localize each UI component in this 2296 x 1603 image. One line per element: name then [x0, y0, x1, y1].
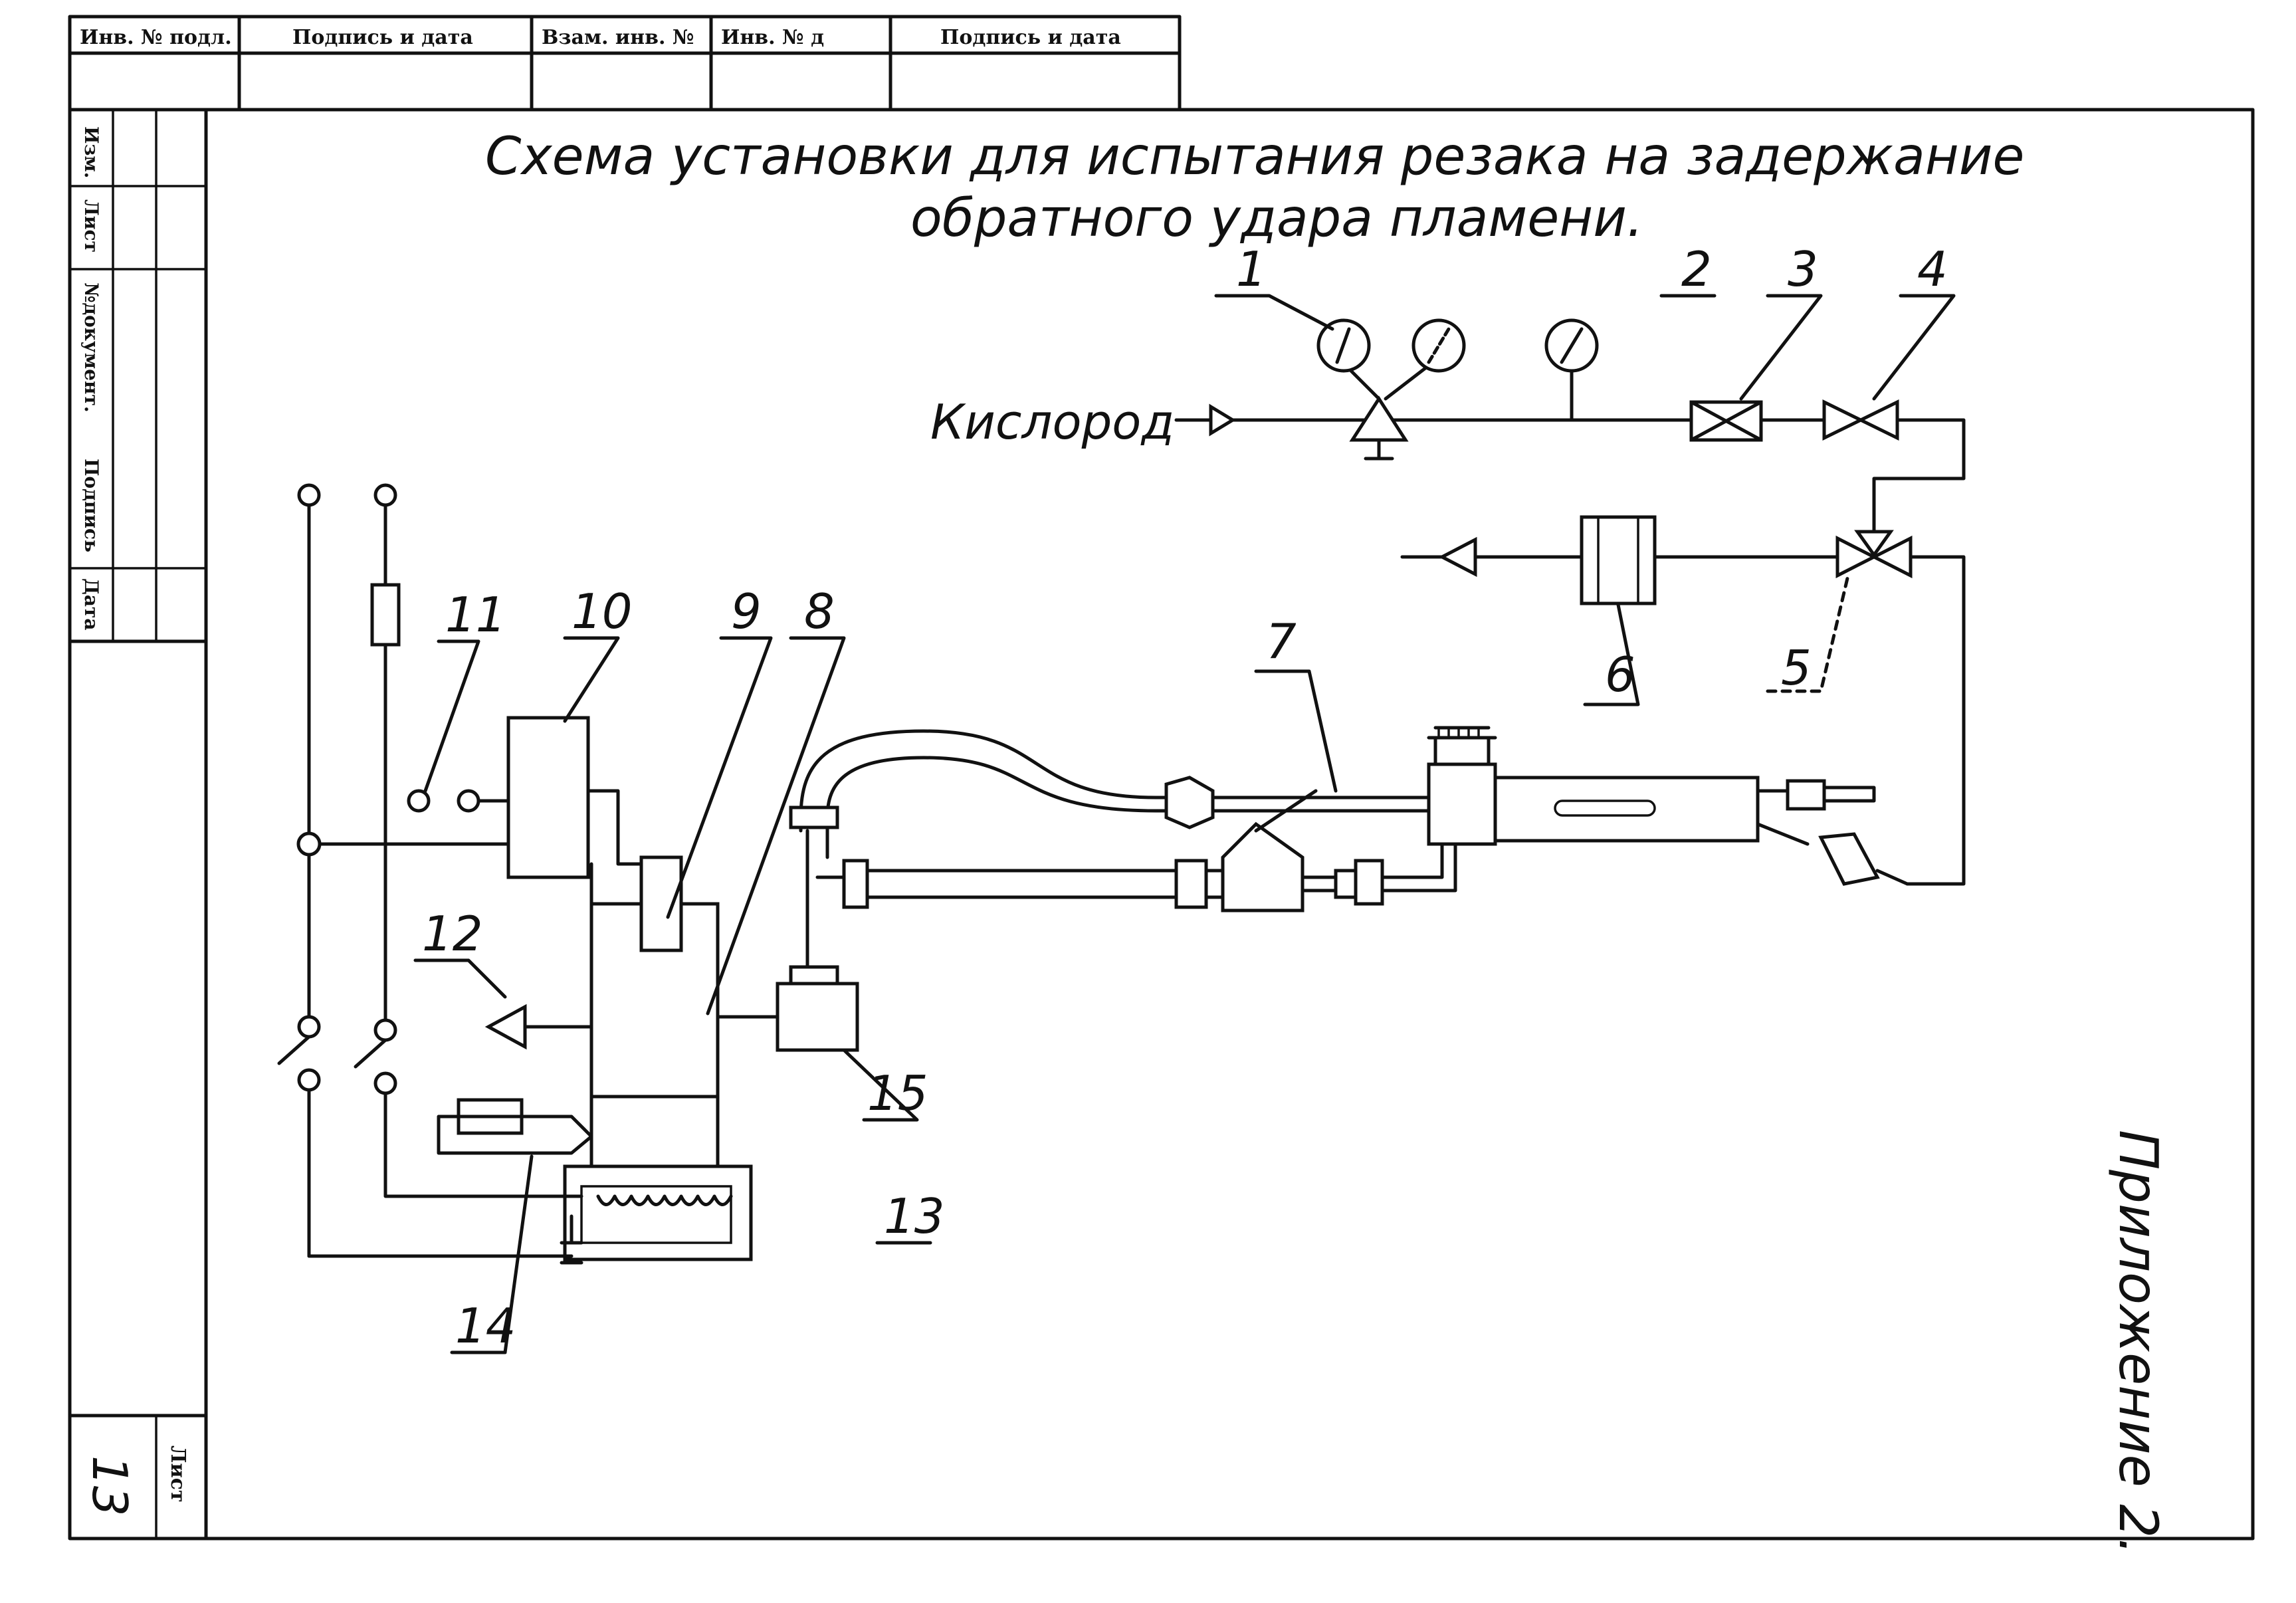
callout-1: 1 — [1236, 241, 1267, 297]
hex-nut-icon — [1164, 776, 1215, 829]
terminal-icon — [297, 483, 321, 507]
oxygen-supply-line: Кислород — [930, 318, 1966, 886]
stamp-header-4: Инв. № д — [721, 26, 824, 49]
diagram-title-line2: обратного удара пламени. — [910, 189, 1643, 249]
oxygen-inlet-label: Кислород — [930, 394, 1174, 450]
fitting-icon — [1818, 832, 1880, 886]
callout-15: 15 — [867, 1065, 928, 1121]
inlet-arrow-icon — [1209, 403, 1236, 437]
side-label-list: Лист — [80, 199, 102, 253]
terminal-icon — [373, 483, 397, 507]
chamber-15 — [776, 982, 859, 1052]
callout-10: 10 — [572, 584, 633, 639]
side-label-signature: Подпись — [80, 459, 102, 552]
callout-8: 8 — [804, 584, 835, 639]
stamp-header-3: Взам. инв. № — [542, 26, 694, 49]
check-valve-icon — [1221, 821, 1305, 912]
callout-4: 4 — [1917, 241, 1948, 297]
exhaust-arrow-icon — [484, 1004, 527, 1050]
fuse-icon — [370, 583, 401, 647]
terminal-icon — [407, 789, 431, 813]
drawing-frame — [68, 15, 2255, 1541]
stamp-header-1: Инв. № подл. — [80, 26, 232, 49]
cutting-torch — [716, 726, 1909, 1052]
three-way-valve-icon — [1854, 530, 1894, 558]
callout-5: 5 — [1781, 640, 1812, 696]
side-label-date: Дата — [80, 578, 102, 631]
valve-icon — [1822, 399, 1865, 441]
stamp-header-5: Подпись и дата — [940, 26, 1121, 49]
switch-icon — [277, 1035, 311, 1065]
appendix-label: Приложение 2. — [2107, 1130, 2169, 1555]
callout-12: 12 — [422, 906, 483, 962]
side-label-izm: Изм. — [80, 126, 102, 178]
outlet-arrow-icon — [1438, 536, 1477, 578]
sensor-9 — [639, 855, 683, 952]
callout-3: 3 — [1788, 241, 1818, 297]
callout-11: 11 — [445, 587, 506, 643]
flow-meter-icon — [1580, 515, 1657, 605]
torch-handle — [1490, 776, 1760, 843]
callout-2: 2 — [1681, 241, 1712, 297]
terminal-icon — [457, 789, 480, 813]
controller-10 — [506, 716, 590, 879]
torch-head — [1427, 762, 1497, 846]
callout-9: 9 — [731, 584, 762, 639]
callout-6: 6 — [1605, 647, 1635, 702]
stamp-header-2: Подпись и дата — [292, 26, 473, 49]
diagram-title-line1: Схема установки для испытания резака на … — [485, 127, 2024, 187]
sheet-label: Лист — [166, 1445, 189, 1503]
pressure-gauge-icon — [1411, 318, 1466, 373]
callout-13: 13 — [884, 1188, 945, 1244]
sheet-number: 13 — [82, 1455, 138, 1517]
callout-7: 7 — [1266, 613, 1297, 669]
test-stand — [277, 483, 753, 1265]
nozzle-icon — [1786, 779, 1826, 811]
switch-icon — [354, 1038, 387, 1069]
side-label-document: №документ. — [80, 282, 102, 413]
callouts: 1 2 3 4 5 6 7 8 9 10 11 12 13 14 15 — [413, 241, 1956, 1354]
callout-14: 14 — [455, 1298, 516, 1354]
heater-base-13 — [563, 1164, 753, 1261]
